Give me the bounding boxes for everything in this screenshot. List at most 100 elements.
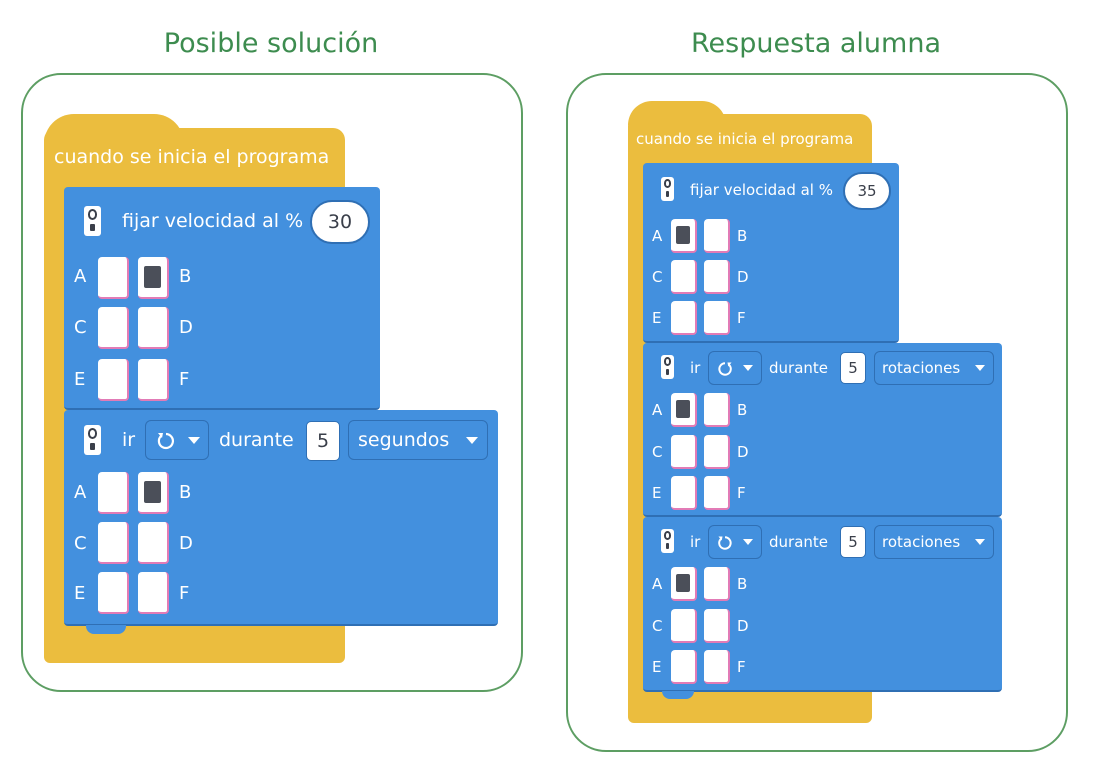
- right-run1-value[interactable]: 5: [840, 352, 866, 384]
- port-letter-c: C: [74, 317, 87, 338]
- left-during-label: durante: [219, 429, 294, 451]
- right-speed-value[interactable]: 35: [843, 172, 891, 210]
- right-hat-label: cuando se inicia el programa: [636, 130, 854, 148]
- left-hat-label: cuando se inicia el programa: [54, 146, 330, 168]
- chevron-down-icon: [975, 365, 985, 371]
- right-run1-direction-dropdown[interactable]: [708, 351, 762, 385]
- port-letter-e: E: [652, 484, 662, 502]
- port-letter-c: C: [652, 443, 663, 461]
- counterclockwise-icon: [157, 432, 174, 450]
- hub-icon: [661, 529, 674, 553]
- port-letter-b: B: [737, 575, 748, 593]
- left-speed-value[interactable]: 30: [310, 200, 370, 244]
- left-direction-dropdown[interactable]: [145, 420, 209, 460]
- port-letter-a: A: [652, 227, 663, 245]
- right-run1-port-d[interactable]: [704, 435, 730, 469]
- right-run2-port-e[interactable]: [671, 650, 697, 684]
- left-run-port-e[interactable]: [98, 572, 129, 614]
- port-letter-d: D: [737, 443, 749, 461]
- right-run2-port-f[interactable]: [704, 650, 730, 684]
- port-letter-e: E: [652, 309, 662, 327]
- left-run-port-c[interactable]: [98, 522, 129, 564]
- right-hat-cap: [628, 101, 726, 125]
- port-letter-f: F: [179, 583, 190, 604]
- right-run1-port-b[interactable]: [704, 393, 730, 427]
- chevron-down-icon: [466, 437, 478, 444]
- left-run-block[interactable]: [64, 410, 498, 626]
- right-run2-port-b[interactable]: [704, 567, 730, 601]
- left-unit-dropdown[interactable]: segundos: [348, 420, 488, 460]
- left-panel: [21, 73, 523, 692]
- port-letter-f: F: [737, 658, 746, 676]
- left-run-label: ir: [122, 429, 136, 451]
- right-run2-port-d[interactable]: [704, 609, 730, 643]
- right-run-block-1[interactable]: [643, 343, 1002, 517]
- hub-icon: [661, 355, 674, 379]
- port-letter-e: E: [74, 369, 86, 390]
- left-run-block-tab: [86, 625, 126, 634]
- port-letter-d: D: [737, 268, 749, 286]
- left-unit-label: segundos: [358, 429, 450, 451]
- right-run2-unit-label: rotaciones: [882, 533, 961, 551]
- right-run2-port-c[interactable]: [671, 609, 697, 643]
- right-run2-during-label: durante: [769, 533, 829, 551]
- right-run1-during-label: durante: [769, 359, 829, 377]
- port-letter-c: C: [652, 617, 663, 635]
- left-speed-port-f[interactable]: [138, 359, 169, 401]
- hub-icon: [84, 425, 101, 455]
- left-hat-cap: [44, 114, 184, 144]
- port-letter-c: C: [74, 533, 87, 554]
- right-run2-direction-dropdown[interactable]: [708, 525, 762, 559]
- right-run-block-2[interactable]: [643, 517, 1002, 692]
- port-letter-a: A: [652, 401, 663, 419]
- right-run1-port-e[interactable]: [671, 476, 697, 510]
- port-letter-e: E: [652, 658, 662, 676]
- right-run1-label: ir: [690, 359, 701, 377]
- left-run-value[interactable]: 5: [306, 421, 340, 461]
- port-letter-b: B: [179, 482, 192, 503]
- left-speed-port-a[interactable]: [98, 257, 129, 299]
- right-speed-port-d[interactable]: [704, 260, 730, 294]
- right-run2-value[interactable]: 5: [840, 526, 866, 558]
- clockwise-icon: [718, 362, 732, 376]
- left-panel-title: Posible solución: [163, 28, 379, 59]
- port-letter-f: F: [179, 369, 190, 390]
- hub-icon: [84, 206, 101, 236]
- left-speed-port-d[interactable]: [138, 307, 169, 349]
- chevron-down-icon: [975, 539, 985, 545]
- port-letter-a: A: [74, 266, 87, 287]
- right-panel-title: Respuesta alumna: [691, 28, 941, 59]
- port-letter-d: D: [737, 617, 749, 635]
- left-run-port-a[interactable]: [98, 472, 129, 514]
- port-letter-c: C: [652, 268, 663, 286]
- port-letter-f: F: [737, 484, 746, 502]
- port-letter-b: B: [737, 227, 748, 245]
- right-run1-unit-label: rotaciones: [882, 359, 961, 377]
- left-run-port-b[interactable]: [138, 472, 169, 514]
- left-run-port-d[interactable]: [138, 522, 169, 564]
- right-run2-block-tab: [662, 691, 694, 699]
- port-letter-d: D: [179, 317, 193, 338]
- chevron-down-icon: [188, 437, 200, 444]
- left-speed-port-b[interactable]: [138, 257, 169, 299]
- right-speed-port-f[interactable]: [704, 301, 730, 335]
- port-letter-a: A: [74, 482, 87, 503]
- right-speed-port-a[interactable]: [671, 219, 697, 253]
- left-speed-port-e[interactable]: [98, 359, 129, 401]
- left-run-port-f[interactable]: [138, 572, 169, 614]
- right-speed-port-e[interactable]: [671, 301, 697, 335]
- right-panel: [566, 73, 1068, 752]
- hub-icon: [661, 177, 674, 201]
- port-letter-b: B: [737, 401, 748, 419]
- right-run2-unit-dropdown[interactable]: rotaciones: [874, 525, 994, 559]
- right-run1-port-f[interactable]: [704, 476, 730, 510]
- port-letter-a: A: [652, 575, 663, 593]
- right-run1-port-c[interactable]: [671, 435, 697, 469]
- right-run2-label: ir: [690, 533, 701, 551]
- right-speed-port-c[interactable]: [671, 260, 697, 294]
- left-speed-port-c[interactable]: [98, 307, 129, 349]
- right-run1-port-a[interactable]: [671, 393, 697, 427]
- right-run2-port-a[interactable]: [671, 567, 697, 601]
- right-run1-unit-dropdown[interactable]: rotaciones: [874, 351, 994, 385]
- right-speed-port-b[interactable]: [704, 219, 730, 253]
